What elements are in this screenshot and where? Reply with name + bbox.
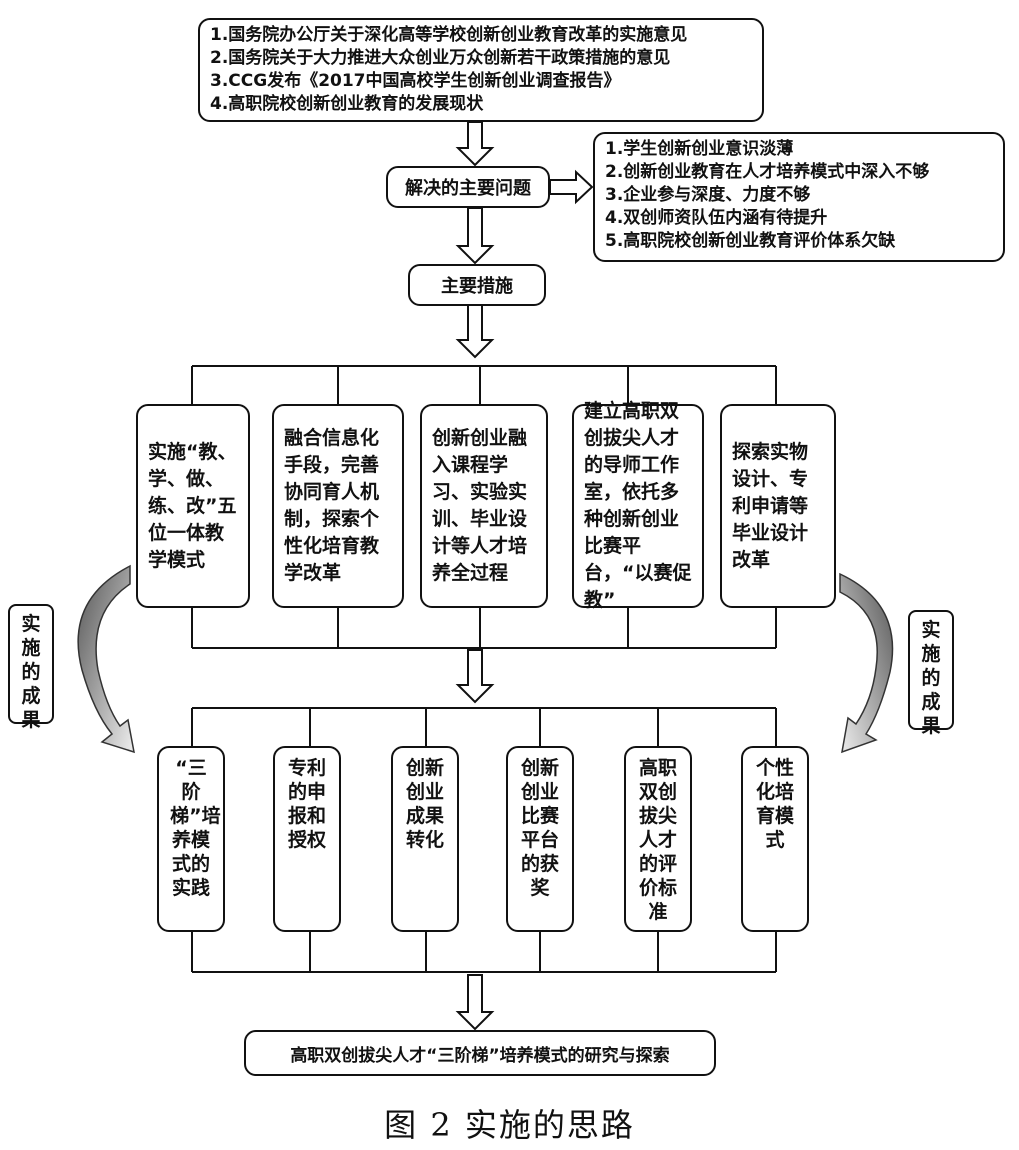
measure-box: 探索实物设计、专利申请等毕业设计改革 [720, 404, 836, 608]
measure-box: 创新创业融入课程学习、实验实训、毕业设计等人才培养全过程 [420, 404, 548, 608]
problem-item: 5.高职院校创新创业教育评价体系欠缺 [605, 231, 896, 251]
result-text: 创新创业成果转化 [405, 757, 444, 851]
measure-text: 创新创业融入课程学习、实验实训、毕业设计等人才培养全过程 [432, 427, 528, 584]
result-text: 创新创业比赛平台的获奖 [520, 757, 559, 899]
measure-box: 实施“教、学、做、练、改”五位一体教学模式 [136, 404, 250, 608]
problem-item: 3.企业参与深度、力度不够 [605, 185, 811, 205]
final-outcome-box: 高职双创拔尖人才“三阶梯”培养模式的研究与探索 [244, 1030, 716, 1076]
measure-text: 探索实物设计、专利申请等毕业设计改革 [732, 440, 809, 571]
problem-item: 4.双创师资队伍内涵有待提升 [605, 208, 828, 228]
policy-item: 3.CCG发布《2017中国高校学生创新创业调查报告》 [210, 71, 621, 91]
result-box: 高职双创拔尖人才的评价标准 [624, 746, 692, 932]
problems-box: 1.学生创新创业意识淡薄 2.创新创业教育在人才培养模式中深入不够 3.企业参与… [593, 132, 1005, 262]
results-side-label-text: 实施的成果 [21, 613, 41, 731]
measure-text: 实施“教、学、做、练、改”五位一体教学模式 [148, 440, 237, 571]
policy-item: 4.高职院校创新创业教育的发展现状 [210, 94, 484, 114]
main-problems-label: 解决的主要问题 [405, 178, 531, 199]
measure-box: 融合信息化手段，完善协同育人机制，探索个性化培育教学改革 [272, 404, 404, 608]
results-side-label-left: 实施的成果 [8, 604, 54, 731]
measures-bottom-bracket [191, 606, 777, 649]
measure-text: 融合信息化手段，完善协同育人机制，探索个性化培育教学改革 [284, 427, 380, 584]
measures-top-bracket [191, 365, 777, 404]
results-bottom-bracket [191, 932, 777, 973]
results-top-bracket [191, 707, 777, 746]
main-problems-label-box: 解决的主要问题 [386, 166, 550, 208]
down-arrow-2 [455, 207, 495, 265]
down-arrow-3 [455, 304, 495, 359]
results-side-label-right: 实施的成果 [908, 610, 954, 737]
policy-item: 1.国务院办公厅关于深化高等学校创新创业教育改革的实施意见 [210, 25, 688, 45]
measure-text: 建立高职双创拔尖人才的导师工作室，依托多种创新创业比赛平台，“以赛促教” [584, 400, 692, 611]
result-box: “三阶梯”培养模式的实践 [157, 746, 225, 932]
result-text: 专利的申报和授权 [287, 757, 326, 851]
final-outcome-text: 高职双创拔尖人才“三阶梯”培养模式的研究与探索 [290, 1045, 670, 1066]
result-box: 创新创业比赛平台的获奖 [506, 746, 574, 932]
result-text: “三阶梯”培养模式的实践 [170, 757, 221, 899]
right-arrow [549, 169, 594, 205]
main-measures-label: 主要措施 [441, 276, 513, 297]
down-arrow-4 [455, 649, 495, 704]
left-curved-arrow [77, 564, 135, 754]
policy-item: 2.国务院关于大力推进大众创业万众创新若干政策措施的意见 [210, 48, 671, 68]
result-box: 专利的申报和授权 [273, 746, 341, 932]
measure-box: 建立高职双创拔尖人才的导师工作室，依托多种创新创业比赛平台，“以赛促教” [572, 400, 704, 611]
main-measures-label-box: 主要措施 [408, 264, 546, 306]
result-box: 个性化培育模式 [741, 746, 809, 932]
down-arrow-5 [455, 974, 495, 1031]
problem-item: 2.创新创业教育在人才培养模式中深入不够 [605, 162, 930, 182]
results-side-label-text: 实施的成果 [921, 619, 941, 737]
down-arrow-1 [455, 121, 495, 167]
right-curved-arrow [839, 572, 894, 754]
policy-basis-box: 1.国务院办公厅关于深化高等学校创新创业教育改革的实施意见 2.国务院关于大力推… [198, 18, 764, 122]
problem-item: 1.学生创新创业意识淡薄 [605, 139, 794, 159]
result-text: 高职双创拔尖人才的评价标准 [638, 757, 677, 923]
result-box: 创新创业成果转化 [391, 746, 459, 932]
result-text: 个性化培育模式 [755, 757, 794, 851]
figure-caption: 图 2 实施的思路 [384, 1106, 635, 1144]
